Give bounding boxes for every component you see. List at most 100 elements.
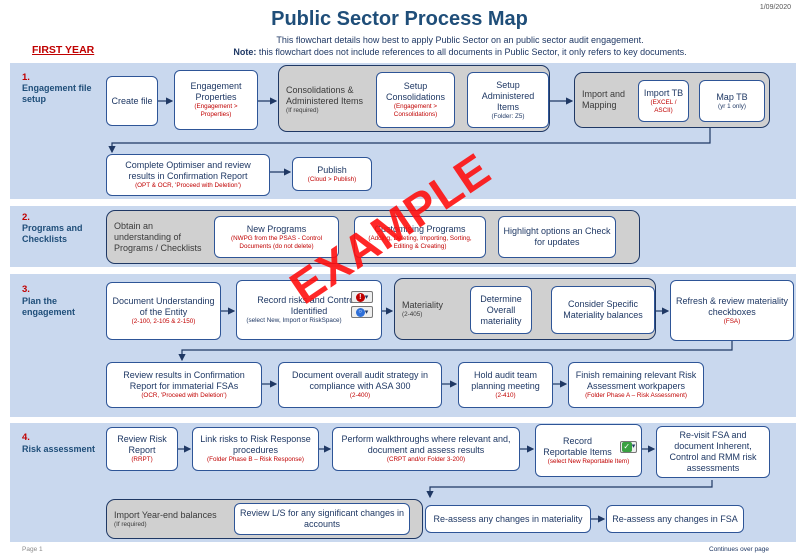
section-number-2: 2. (22, 212, 30, 223)
record-reportable-ref: (select New Reportable Item) (547, 457, 630, 465)
setup-consolidations-box: Setup Consolidations (Engagement > Conso… (376, 72, 455, 128)
note-label: Note: (233, 47, 257, 57)
publish-label: Publish (317, 164, 347, 175)
refresh-materiality-box: Refresh & review materiality checkboxes … (670, 280, 794, 341)
finish-workpapers-box: Finish remaining relevant Risk Assessmen… (568, 362, 704, 408)
risk-tool-icons: !▾ ○▾ (349, 291, 373, 318)
document-understanding-ref: (2-100, 2-105 & 2-150) (131, 318, 196, 325)
specific-materiality-box: Consider Specific Materiality balances (551, 286, 655, 334)
document-strategy-box: Document overall audit strategy in compl… (278, 362, 442, 408)
walkthroughs-ref: (CRPT and/or Folder 3-200) (386, 456, 466, 463)
section-name-4: Risk assessment (22, 444, 96, 454)
control-icon: ○▾ (351, 306, 373, 318)
section-name-3: Plan the engagement (22, 296, 76, 317)
walkthroughs-box: Perform walkthroughs where relevant and,… (332, 427, 520, 471)
setup-administered-ref: (Folder: Z5) (491, 112, 525, 120)
document-understanding-box: Document Understanding of the Entity (2-… (106, 282, 221, 340)
highlight-options-box: Highlight options an Check for updates (498, 216, 616, 258)
import-tb-ref: (EXCEL / ASCII) (650, 98, 677, 114)
import-tb-label: Import TB (643, 87, 684, 98)
record-reportable-title-row: Record Reportable Items ✓▾ (540, 436, 637, 458)
section-number-1: 1. (22, 72, 30, 83)
review-confirmation-box: Review results in Confirmation Report fo… (106, 362, 262, 408)
complete-optimiser-ref: (OPT & OCR, 'Proceed with Deletion') (135, 182, 241, 189)
publish-ref: (Cloud > Publish) (307, 175, 357, 183)
review-ls-box: Review L/S for any significant changes i… (234, 503, 410, 535)
record-risks-box: Record risks and Controls Identified !▾ … (236, 280, 382, 340)
specific-materiality-label: Consider Specific Materiality balances (563, 299, 643, 320)
section-number-4: 4. (22, 432, 30, 443)
record-risks-label: Record risks and Controls Identified (257, 295, 361, 316)
document-strategy-ref: (2-400) (349, 392, 371, 399)
hold-meeting-label: Hold audit team planning meeting (471, 370, 540, 391)
consolidations-group-note: (If required) (286, 107, 319, 114)
setup-administered-label: Setup Administered Items (481, 79, 535, 112)
review-ls-label: Review L/S for any significant changes i… (239, 508, 405, 529)
new-programs-ref: (NWPG from the PSAS - Control Documents … (231, 234, 322, 250)
continues-note: Continues over page (709, 546, 769, 553)
section-name-2: Programs and Checklists (22, 223, 83, 244)
section-number-3: 3. (22, 284, 30, 295)
link-risks-ref: (Folder Phase B – Risk Response) (207, 456, 304, 463)
page-number: Page 1 (22, 546, 43, 553)
risk-flag-icon: !▾ (351, 291, 373, 303)
walkthroughs-label: Perform walkthroughs where relevant and,… (341, 434, 511, 455)
map-tb-ref: (yr 1 only) (718, 102, 746, 110)
publish-box: Publish (Cloud > Publish) (292, 157, 372, 191)
refresh-materiality-label: Refresh & review materiality checkboxes (675, 295, 789, 317)
finish-workpapers-ref: (Folder Phase A – Risk Assessment) (585, 392, 687, 399)
reassess-fsa-box: Re-assess any changes in FSA (606, 505, 744, 533)
engagement-properties-box: Engagement Properties (Engagement > Prop… (174, 70, 258, 130)
record-reportable-box: Record Reportable Items ✓▾ (select New R… (535, 424, 642, 477)
document-date: 1/09/2020 (759, 4, 791, 11)
new-programs-label: New Programs (246, 223, 307, 234)
review-risk-report-ref: (RRPT) (131, 456, 153, 463)
highlight-options-label: Highlight options an Check for updates (503, 226, 611, 247)
determine-materiality-box: Determine Overall materiality (470, 286, 532, 334)
record-reportable-label: Record Reportable Items (543, 435, 612, 457)
setup-administered-box: Setup Administered Items (Folder: Z5) (467, 72, 549, 128)
review-risk-report-label: Review Risk Report (117, 434, 167, 455)
complete-optimiser-label: Complete Optimiser and review results in… (125, 160, 251, 181)
complete-optimiser-box: Complete Optimiser and review results in… (106, 154, 270, 196)
create-file-box: Create file (106, 76, 158, 126)
first-year-heading: FIRST YEAR (32, 44, 95, 56)
new-programs-box: New Programs (NWPG from the PSAS - Contr… (214, 216, 339, 258)
revisit-fsa-box: Re-visit FSA and document Inherent, Cont… (656, 426, 770, 478)
import-tb-box: Import TB (EXCEL / ASCII) (638, 80, 689, 122)
reportable-item-icon: ✓▾ (620, 440, 637, 453)
review-confirmation-label: Review results in Confirmation Report fo… (123, 370, 245, 391)
customising-programs-ref: (Adding, Deleting, Importing, Sorting, E… (368, 234, 472, 250)
customising-programs-label: Customising Programs (374, 223, 466, 234)
materiality-group-label: Materiality (402, 299, 444, 310)
consolidations-group-label: Consolidations & Administered Items (286, 85, 364, 106)
revisit-fsa-label: Re-visit FSA and document Inherent, Cont… (669, 430, 757, 473)
document-understanding-label: Document Understanding of the Entity (112, 296, 215, 317)
map-tb-label: Map TB (716, 91, 748, 102)
setup-consolidations-label: Setup Consolidations (385, 81, 446, 102)
setup-consolidations-ref: (Engagement > Consolidations) (393, 103, 438, 118)
reassess-materiality-label: Re-assess any changes in materiality (433, 513, 583, 524)
determine-materiality-label: Determine Overall materiality (480, 293, 522, 326)
note-text: this flowchart does not include referenc… (256, 47, 687, 57)
import-year-end-group-text: Import Year-end balances (If required) (110, 505, 228, 533)
customising-programs-box: Customising Programs (Adding, Deleting, … (354, 216, 486, 258)
import-mapping-label: Import and Mapping (582, 89, 626, 110)
import-year-end-note: (If required) (114, 520, 147, 528)
consolidations-group-text: Consolidations & Administered Items (If … (282, 82, 376, 118)
intro-text: This flowchart details how best to apply… (276, 35, 644, 45)
import-year-end-label: Import Year-end balances (114, 509, 217, 520)
review-risk-report-box: Review Risk Report (RRPT) (106, 427, 178, 471)
finish-workpapers-label: Finish remaining relevant Risk Assessmen… (575, 370, 697, 391)
materiality-group-text: Materiality (2-405) (398, 292, 462, 326)
materiality-group-ref: (2-405) (402, 310, 423, 318)
link-risks-label: Link risks to Risk Response procedures (200, 434, 311, 455)
programs-group-label: Obtain an understanding of Programs / Ch… (114, 220, 202, 253)
intro-note: Note: this flowchart does not include re… (170, 47, 750, 57)
page-title: Public Sector Process Map (271, 8, 528, 30)
reassess-materiality-box: Re-assess any changes in materiality (425, 505, 591, 533)
refresh-materiality-ref: (FSA) (723, 317, 741, 325)
link-risks-box: Link risks to Risk Response procedures (… (192, 427, 319, 471)
map-tb-box: Map TB (yr 1 only) (699, 80, 765, 122)
programs-group-text: Obtain an understanding of Programs / Ch… (110, 215, 208, 259)
